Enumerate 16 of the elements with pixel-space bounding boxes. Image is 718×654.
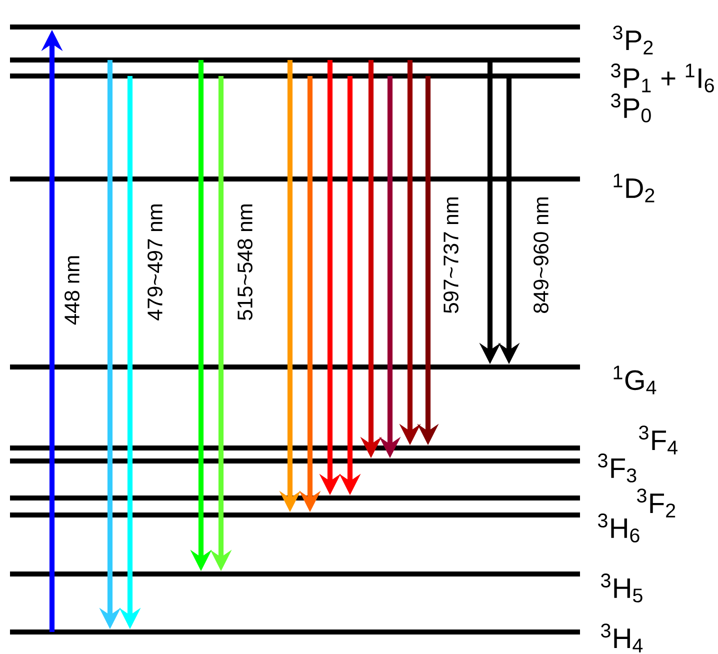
level-label: $^{3}$H$_{4}$ <box>601 624 643 652</box>
level-label: $^{3}$P$_{0}$ <box>611 94 651 122</box>
edge-label: 849~960 nm <box>534 198 548 313</box>
level-label: $^{3}$P$_{1}$ + $^{1}$I$_{6}$ <box>611 64 714 92</box>
level-label: $^{3}$F$_{4}$ <box>639 426 678 454</box>
edge-label: 448 nm <box>64 256 80 325</box>
level-label: $^{1}$G$_{4}$ <box>614 366 656 394</box>
level-label: $^{3}$H$_{5}$ <box>601 574 642 602</box>
edge-label: 479~497 nm <box>148 204 162 320</box>
edge-label: 597~737 nm <box>444 198 458 314</box>
level-label: $^{3}$F$_{3}$ <box>598 454 636 482</box>
edge-label: 515~548 nm <box>238 204 252 320</box>
level-label: $^{3}$P$_{2}$ <box>613 26 653 54</box>
level-label: $^{1}$D$_{2}$ <box>614 174 654 202</box>
level-label: $^{3}$F$_{2}$ <box>637 488 676 518</box>
level-label: $^{3}$H$_{6}$ <box>598 514 640 542</box>
